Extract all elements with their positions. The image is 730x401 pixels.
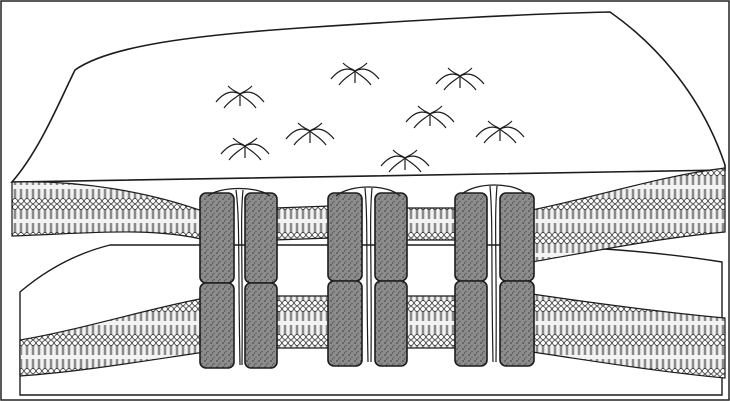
connexon-2-bottom-left	[328, 281, 362, 366]
connexon-3-top-right	[500, 193, 534, 281]
connexon-2-bottom-right	[375, 281, 407, 366]
connexon-1-bottom-right	[245, 283, 277, 368]
connexon-3-bottom-right	[500, 281, 534, 366]
connexon-3-top-left	[455, 193, 487, 281]
connexon-1-top-left	[200, 193, 234, 283]
connexon-3-bottom-left	[455, 281, 487, 366]
connexon-1-top-right	[245, 193, 277, 283]
connexon-2-top-left	[328, 193, 362, 281]
connexon-1-bottom-left	[200, 283, 234, 368]
connexon-2-top-right	[375, 193, 407, 281]
